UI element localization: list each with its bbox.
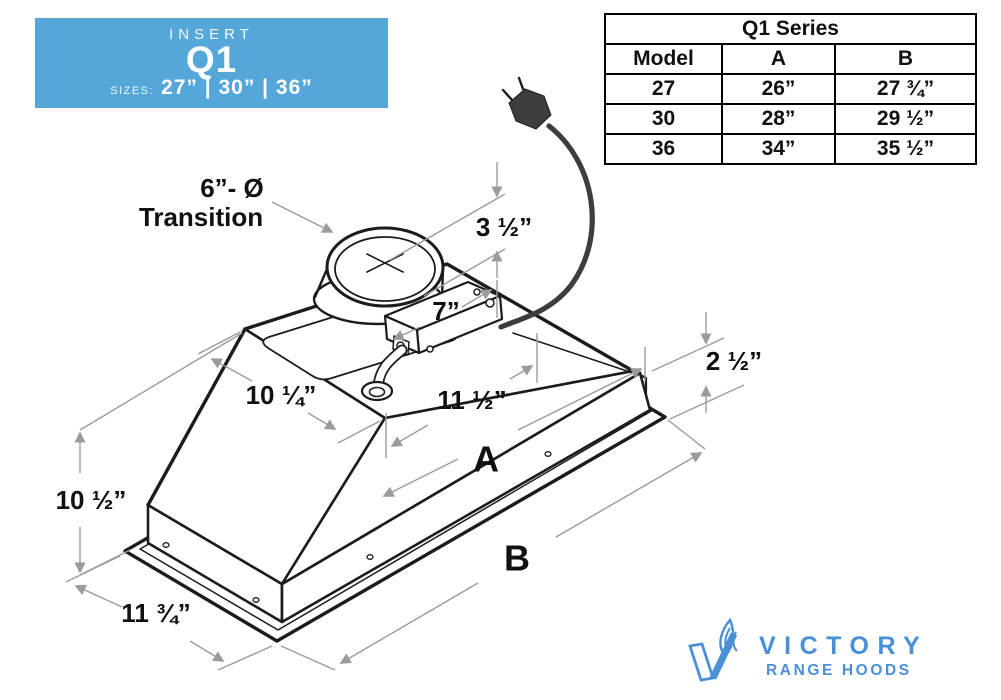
logo-subtitle: RANGE HOODS <box>766 662 912 679</box>
col-header-b: B <box>834 43 977 75</box>
cell-model: 36 <box>604 133 723 165</box>
product-badge: INSERT Q1 SIZES: 27” | 30” | 36” <box>35 18 388 108</box>
label-top-depth: 10 ¼” <box>246 380 317 410</box>
logo-name: VICTORY <box>759 632 929 660</box>
screw-holes <box>162 451 552 603</box>
label-body-height: 10 ½” <box>56 485 127 515</box>
cell-a: 28” <box>721 103 836 135</box>
spec-table-title-row: Q1 Series <box>604 13 977 45</box>
power-plug <box>501 76 552 130</box>
table-row: 30 28” 29 ½” <box>604 103 977 135</box>
brand-logo: VICTORY RANGE HOODS <box>684 616 928 688</box>
spec-table: Q1 Series Model A B 27 26” 27 ¾” 30 28” … <box>604 13 977 165</box>
cell-a: 34” <box>721 133 836 165</box>
spec-table-header-row: Model A B <box>604 43 977 75</box>
victory-flame-icon <box>688 617 738 682</box>
label-collar-height: 3 ½” <box>476 212 532 242</box>
cell-b: 35 ½” <box>834 133 977 165</box>
dim-a <box>382 347 646 497</box>
cell-a: 26” <box>721 73 836 105</box>
table-row: 36 34” 35 ½” <box>604 133 977 165</box>
dim-flange-depth <box>65 555 273 671</box>
cell-model: 30 <box>604 103 723 135</box>
dim-box-width <box>392 280 498 341</box>
label-opening-width: 11 ½” <box>437 385 506 415</box>
badge-model-name: Q1 <box>185 39 238 80</box>
dim-opening-width <box>385 333 538 458</box>
dim-collar-height <box>389 162 506 297</box>
label-width-a: A <box>473 439 499 480</box>
col-header-a: A <box>721 43 836 75</box>
badge-sizes-value: 27” | 30” | 36” <box>161 76 313 100</box>
badge-kicker: INSERT <box>169 26 254 43</box>
logo-text: VICTORY RANGE HOODS <box>759 634 928 679</box>
cell-model: 27 <box>604 73 723 105</box>
dimension-labels: 6”- Ø Transition 3 ½” 7” 10 ¼” 11 ½” A 2… <box>56 173 763 628</box>
spec-table-title: Q1 Series <box>604 13 977 45</box>
label-box-width: 7” <box>432 296 459 326</box>
dim-rim-height <box>651 312 745 420</box>
badge-sizes: SIZES: 27” | 30” | 36” <box>110 76 313 100</box>
collar-center-mark <box>366 253 404 273</box>
badge-sizes-label: SIZES: <box>110 85 155 98</box>
dim-b <box>280 419 706 671</box>
hood-body <box>123 226 667 643</box>
power-cord <box>498 76 595 330</box>
dimension-annotations <box>65 162 745 671</box>
label-rim-height: 2 ½” <box>706 346 762 376</box>
transition-leader-line <box>271 201 334 233</box>
cell-b: 27 ¾” <box>834 73 977 105</box>
col-header-model: Model <box>604 43 723 75</box>
label-width-b: B <box>504 538 530 579</box>
cable-grommet <box>360 380 394 402</box>
label-flange-depth: 11 ¾” <box>121 598 190 628</box>
transition-label-line2: Transition <box>139 202 263 232</box>
table-row: 27 26” 27 ¾” <box>604 73 977 105</box>
transition-label-line1: 6”- Ø <box>200 173 264 203</box>
top-plate-rim-line <box>512 332 634 374</box>
dim-top-depth <box>197 331 381 444</box>
cell-b: 29 ½” <box>834 103 977 135</box>
